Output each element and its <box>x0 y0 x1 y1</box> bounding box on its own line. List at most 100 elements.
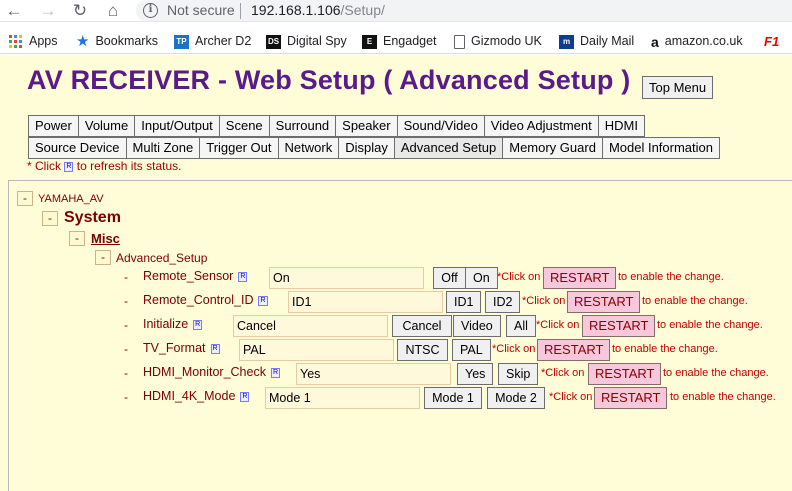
tab-memory-guard[interactable]: Memory Guard <box>502 137 603 159</box>
param-row-remote-control-id: -Remote_Control_IDRID1ID1ID2*Click onRES… <box>124 291 792 313</box>
home-icon[interactable]: ⌂ <box>103 1 123 21</box>
top-menu-button[interactable]: Top Menu <box>642 76 713 99</box>
option-button-off[interactable]: Off <box>433 267 466 289</box>
option-button-skip[interactable]: Skip <box>498 363 538 385</box>
bookmark-label: Engadget <box>383 34 437 48</box>
option-button-id2[interactable]: ID2 <box>485 291 520 313</box>
page-content: AV RECEIVER - Web Setup ( Advanced Setup… <box>0 55 792 491</box>
param-name-text: Initialize <box>143 317 188 331</box>
tab-row-2: Source DeviceMulti ZoneTrigger OutNetwor… <box>28 137 719 159</box>
refresh-hint: * Click R to refresh its status. <box>27 159 181 173</box>
option-button-yes[interactable]: Yes <box>457 363 493 385</box>
param-value-field: ID1 <box>288 291 443 313</box>
tab-hdmi[interactable]: HDMI <box>598 115 645 137</box>
bookmark-daily-mail[interactable]: m Daily Mail <box>559 33 634 51</box>
bookmark-apps[interactable]: Apps <box>9 33 58 51</box>
option-button-video[interactable]: Video <box>453 315 501 337</box>
tab-source-device[interactable]: Source Device <box>28 137 127 159</box>
node-label-root: YAMAHA_AV <box>38 193 104 205</box>
bookmark-gizmodo[interactable]: Gizmodo UK <box>454 33 542 51</box>
info-icon[interactable]: i <box>143 3 158 18</box>
row-dash: - <box>124 366 128 380</box>
param-name: HDMI_4K_Mode R <box>143 389 249 403</box>
tab-model-information[interactable]: Model Information <box>602 137 720 159</box>
refresh-icon[interactable]: R <box>64 162 73 172</box>
tab-volume[interactable]: Volume <box>78 115 135 137</box>
bookmark-f1[interactable]: F1 <box>764 33 785 51</box>
reload-icon[interactable]: ↻ <box>70 1 90 21</box>
refresh-icon[interactable]: R <box>258 296 267 306</box>
bookmark-label: Gizmodo UK <box>471 34 542 48</box>
tree-node-misc: -Misc <box>69 230 120 246</box>
tab-display[interactable]: Display <box>338 137 395 159</box>
tab-speaker[interactable]: Speaker <box>335 115 397 137</box>
bookmark-digital-spy[interactable]: DSDigital Spy <box>266 33 347 51</box>
click-on-hint: *Click on <box>522 295 565 307</box>
tab-power[interactable]: Power <box>28 115 79 137</box>
bookmark-amazon[interactable]: aamazon.co.uk <box>651 33 743 51</box>
tab-scene[interactable]: Scene <box>219 115 270 137</box>
option-button-mode-1[interactable]: Mode 1 <box>424 387 482 409</box>
tab-surround[interactable]: Surround <box>269 115 336 137</box>
row-dash: - <box>124 318 128 332</box>
bookmark-label: Daily Mail <box>580 34 634 48</box>
collapse-toggle[interactable]: - <box>95 250 111 265</box>
tab-network[interactable]: Network <box>278 137 340 159</box>
param-name-text: Remote_Control_ID <box>143 293 253 307</box>
tab-multi-zone[interactable]: Multi Zone <box>126 137 201 159</box>
tab-video-adjustment[interactable]: Video Adjustment <box>484 115 599 137</box>
bookmark-engadget[interactable]: EEngadget <box>362 33 437 51</box>
collapse-toggle[interactable]: - <box>17 191 33 206</box>
restart-button[interactable]: RESTART <box>537 339 610 361</box>
option-button-pal[interactable]: PAL <box>452 339 491 361</box>
settings-tree: -YAMAHA_AV -System -Misc -Advanced_Setup… <box>8 180 792 491</box>
option-button-ntsc[interactable]: NTSC <box>397 339 448 361</box>
tab-input-output[interactable]: Input/Output <box>134 115 220 137</box>
click-on-hint: *Click on <box>492 343 535 355</box>
back-arrow-icon[interactable]: ← <box>4 1 24 21</box>
restart-button[interactable]: RESTART <box>594 387 667 409</box>
option-button-cancel[interactable]: Cancel <box>392 315 452 337</box>
refresh-icon[interactable]: R <box>271 368 280 378</box>
param-name: TV_Format R <box>143 341 220 355</box>
param-name: Remote_SensorR <box>143 269 247 283</box>
option-button-all[interactable]: All <box>506 315 536 337</box>
option-button-id1[interactable]: ID1 <box>446 291 481 313</box>
restart-button[interactable]: RESTART <box>582 315 655 337</box>
param-value-field: Cancel <box>233 315 388 337</box>
click-on-hint: *Click on <box>541 367 584 379</box>
option-button-on[interactable]: On <box>465 267 498 289</box>
param-name-text: HDMI_Monitor_Check <box>143 365 266 379</box>
url-text[interactable]: 192.168.1.106/Setup/ <box>251 2 385 18</box>
node-label-system: System <box>64 209 121 226</box>
bookmark-label: Archer D2 <box>195 34 251 48</box>
bookmark-bookmarks[interactable]: ★Bookmarks <box>76 33 158 51</box>
collapse-toggle[interactable]: - <box>69 231 85 246</box>
param-value-field: Mode 1 <box>265 387 420 409</box>
restart-button[interactable]: RESTART <box>567 291 640 313</box>
restart-button[interactable]: RESTART <box>588 363 661 385</box>
refresh-icon[interactable]: R <box>193 320 202 330</box>
param-name-text: HDMI_4K_Mode <box>143 389 235 403</box>
hint-prefix: * Click <box>27 159 61 173</box>
refresh-icon[interactable]: R <box>238 272 247 282</box>
tab-trigger-out[interactable]: Trigger Out <box>199 137 278 159</box>
node-label-misc[interactable]: Misc <box>91 231 120 246</box>
tab-advanced-setup[interactable]: Advanced Setup <box>394 137 503 159</box>
param-name-text: TV_Format <box>143 341 206 355</box>
forward-arrow-icon[interactable]: → <box>38 1 58 21</box>
restart-button[interactable]: RESTART <box>543 267 616 289</box>
tab-row-1: PowerVolumeInput/OutputSceneSurroundSpea… <box>28 115 644 137</box>
refresh-icon[interactable]: R <box>211 344 220 354</box>
param-row-hdmi-monitor-check: -HDMI_Monitor_CheckRYesYesSkip*Click onR… <box>124 363 792 385</box>
dailymail-icon: m <box>559 35 574 49</box>
enable-change-hint: to enable the change. <box>612 343 718 355</box>
bookmark-archer-d2[interactable]: TPArcher D2 <box>174 33 251 51</box>
tree-node-system: -System <box>42 209 121 227</box>
bookmark-label: Apps <box>29 34 58 48</box>
tab-sound-video[interactable]: Sound/Video <box>397 115 485 137</box>
collapse-toggle[interactable]: - <box>42 211 58 226</box>
option-button-mode-2[interactable]: Mode 2 <box>487 387 545 409</box>
url-path: /Setup/ <box>341 2 385 18</box>
refresh-icon[interactable]: R <box>240 392 249 402</box>
